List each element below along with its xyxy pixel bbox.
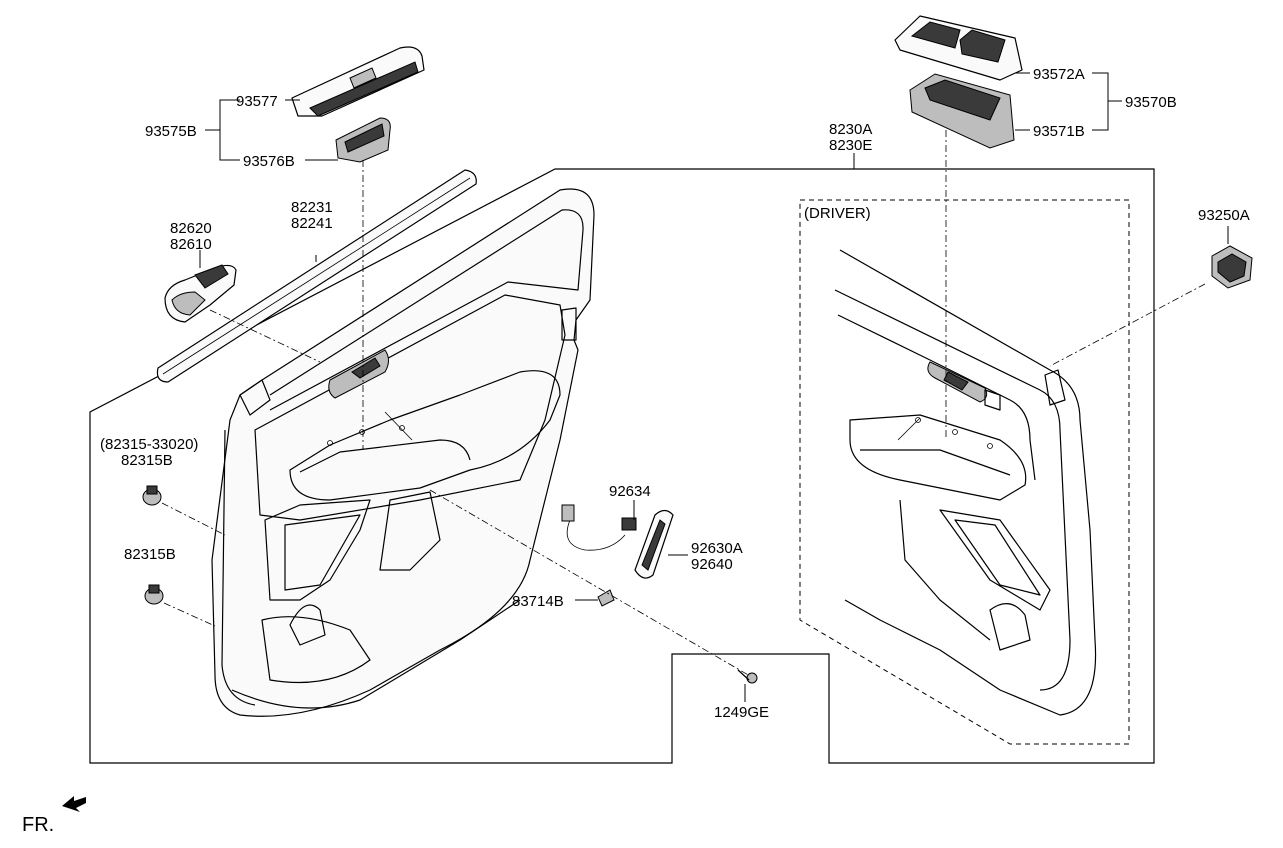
label-93570B: 93570B <box>1125 94 1177 111</box>
label-92630A: 92630A <box>691 540 743 557</box>
label-93571B: 93571B <box>1033 123 1085 140</box>
wire-92634 <box>561 504 637 551</box>
label-93575B: 93575B <box>145 123 197 140</box>
label-8230E: 8230E <box>829 137 872 154</box>
label-1249GE: 1249GE <box>714 704 769 721</box>
driver-dashed-box <box>799 199 1130 745</box>
assembly-lines <box>161 130 1206 677</box>
label-93576B: 93576B <box>243 153 295 170</box>
label-93250A: 93250A <box>1198 207 1250 224</box>
driver-door-trim-panel <box>834 249 1097 716</box>
assembly-frame <box>89 168 1155 764</box>
label-82620: 82620 <box>170 220 212 237</box>
inside-handle <box>164 264 237 323</box>
door-trim-panel <box>211 188 595 717</box>
label-82231: 82231 <box>291 199 333 216</box>
switch-bezel-93572A <box>894 15 1023 81</box>
label-83714B: 83714B <box>512 593 564 610</box>
label-82315B-upper: 82315B <box>121 452 173 469</box>
lamp-92630A <box>634 509 674 579</box>
fr-label: FR. <box>22 814 54 836</box>
clip-82315B-lower <box>144 584 164 605</box>
cap-83714B <box>597 589 615 607</box>
front-direction-arrow-icon <box>62 796 86 812</box>
leader-lines <box>199 72 1229 702</box>
label-93577: 93577 <box>236 93 278 110</box>
label-82241: 82241 <box>291 215 333 232</box>
label-8230A: 8230A <box>829 121 872 138</box>
belt-weatherstrip <box>156 169 477 383</box>
label-93572A: 93572A <box>1033 66 1085 83</box>
switch-93250A <box>1211 245 1253 289</box>
label-driver: (DRIVER) <box>804 205 871 222</box>
clip-82315B-upper <box>142 485 162 506</box>
label-92640: 92640 <box>691 556 733 573</box>
label-82610: 82610 <box>170 236 212 253</box>
label-82315B-lower: 82315B <box>124 546 176 563</box>
switch-93576B <box>335 117 391 163</box>
front-direction-indicator: FR. <box>22 796 86 836</box>
part-labels: 93577 93575B 93576B 93572A 93570B 93571B… <box>100 66 1250 721</box>
label-82315-33020: (82315-33020) <box>100 436 198 453</box>
switch-assembly-93571B <box>909 73 1015 149</box>
switch-bezel-93577 <box>291 46 425 117</box>
label-92634: 92634 <box>609 483 651 500</box>
screw-1249GE <box>737 669 758 684</box>
